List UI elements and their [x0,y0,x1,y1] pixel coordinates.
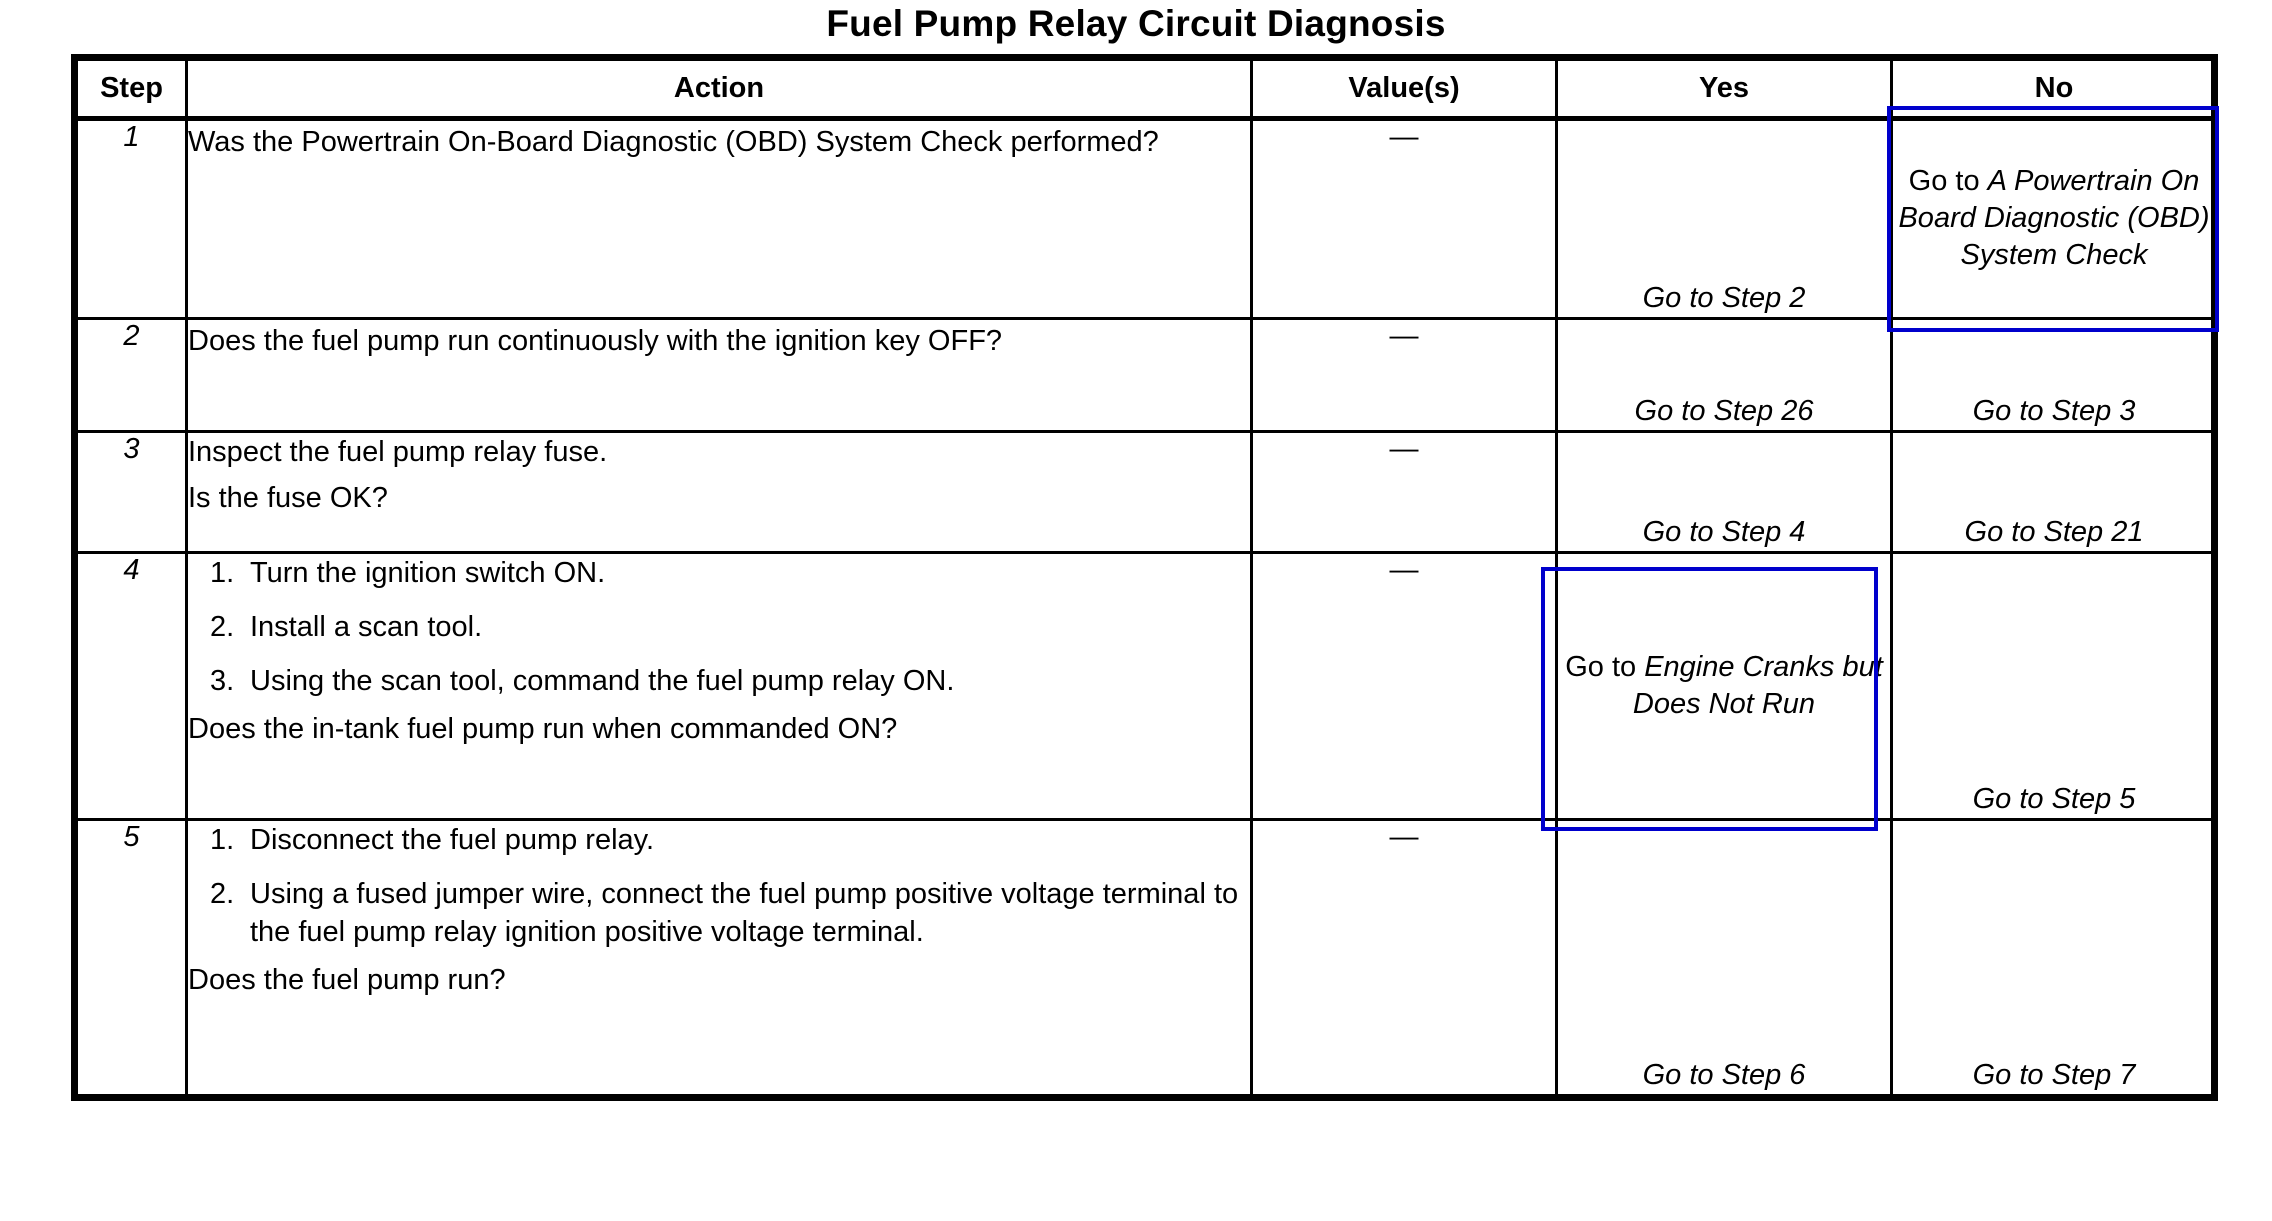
no-branch-text: Go to Step 3 [1972,395,2136,428]
yes-branch-text: Go to Step 4 [1642,516,1806,549]
yes-branch-text: Go to Step 2 [1642,281,1806,314]
no-branch-cell: Go to Step 3 [1890,316,2218,434]
table-row: 3 Inspect the fuel pump relay fuse. Is t… [75,430,2218,555]
action-question: Does the fuel pump run? [188,964,506,997]
step-number: 5 [75,818,188,1097]
list-item-text: Turn the ignition switch ON. [250,557,606,590]
list-item-number: 2. [210,878,235,911]
column-header-no: No [1890,56,2218,121]
table-row: 2 Does the fuel pump run continuously wi… [75,316,2218,434]
list-item-text: Disconnect the fuel pump relay. [250,824,655,857]
step-number: 3 [75,430,188,555]
no-branch-prefix: Go to [1908,165,1988,198]
yes-branch-text: Go to Step 6 [1642,1059,1806,1091]
value-cell: — [1250,551,1558,822]
step-number: 4 [75,551,188,822]
list-item-text: Using a fused jumper wire, connect the f… [250,878,1239,949]
table-row: 5 1. Disconnect the fuel pump relay. 2. … [75,818,2218,1097]
no-branch-text: Go to Step 7 [1972,1059,2136,1091]
table-frame-top [71,54,2218,60]
list-item-number: 3. [210,665,235,698]
action-question: Does the in-tank fuel pump run when comm… [188,713,898,746]
list-item-text: Install a scan tool. [250,611,483,644]
list-item-text: Using the scan tool, command the fuel pu… [250,665,955,698]
list-item: 3. Using the scan tool, command the fuel… [188,662,1250,700]
column-header-value: Value(s) [1250,56,1558,121]
action-question: Was the Powertrain On-Board Diagnostic (… [188,125,1159,158]
list-item: 1. Turn the ignition switch ON. [188,554,1250,592]
value-cell: — [1250,316,1558,434]
table-row: 4 1. Turn the ignition switch ON. 2. Ins… [75,551,2218,822]
yes-branch-cell: Go to Step 6 [1555,818,1893,1097]
no-branch-cell: Go to Step 5 [1890,551,2218,822]
table-header-row: Step Action Value(s) Yes No [75,56,2218,121]
list-item: 1. Disconnect the fuel pump relay. [188,821,1250,859]
diagnostic-table: Step Action Value(s) Yes No 1 Was the Po… [75,56,2218,1097]
diagnostic-table-container: Step Action Value(s) Yes No 1 Was the Po… [71,54,2219,1101]
value-cell: — [1250,818,1558,1097]
value-cell: — [1250,430,1558,555]
action-cell: 1. Disconnect the fuel pump relay. 2. Us… [185,818,1253,1097]
procedure-list: 1. Turn the ignition switch ON. 2. Insta… [188,554,1250,700]
list-item-number: 1. [210,824,235,857]
no-branch-cell: Go to Step 7 [1890,818,2218,1097]
list-item: 2. Using a fused jumper wire, connect th… [188,875,1250,951]
no-branch-cell: Go to A Powertrain On Board Diagnostic (… [1890,116,2218,320]
column-header-action: Action [185,56,1253,121]
table-row: 1 Was the Powertrain On-Board Diagnostic… [75,116,2218,320]
yes-branch-cell: Go to Step 26 [1555,316,1893,434]
no-branch-text: Go to Step 21 [1964,516,2144,549]
column-header-yes: Yes [1555,56,1893,121]
action-question: Is the fuse OK? [188,482,388,515]
yes-branch-prefix: Go to [1565,651,1645,684]
yes-branch-cell: Go to Step 4 [1555,430,1893,555]
list-item-number: 1. [210,557,235,590]
action-cell: 1. Turn the ignition switch ON. 2. Insta… [185,551,1253,822]
step-number: 1 [75,116,188,320]
no-branch-text: Go to Step 5 [1972,783,2136,816]
procedure-list: 1. Disconnect the fuel pump relay. 2. Us… [188,821,1250,951]
value-cell: — [1250,116,1558,320]
step-number: 2 [75,316,188,434]
yes-branch-text: Go to Step 26 [1634,395,1814,428]
action-cell: Was the Powertrain On-Board Diagnostic (… [185,116,1253,320]
action-line: Inspect the fuel pump relay fuse. [188,436,608,469]
column-header-step: Step [75,56,188,121]
yes-branch-cell: Go to Step 2 [1555,116,1893,320]
no-branch-text: A Powertrain On Board Diagnostic (OBD) S… [1898,165,2210,272]
action-cell: Does the fuel pump run continuously with… [185,316,1253,434]
list-item-number: 2. [210,611,235,644]
yes-branch-cell: Go to Engine Cranks but Does Not Run [1555,551,1893,822]
action-question: Does the fuel pump run continuously with… [188,324,1003,357]
table-frame-left [71,55,78,1099]
table-frame-bottom [71,1094,2218,1101]
list-item: 2. Install a scan tool. [188,608,1250,646]
yes-branch-text: Engine Cranks but Does Not Run [1632,651,1883,721]
action-cell: Inspect the fuel pump relay fuse. Is the… [185,430,1253,555]
table-frame-right [2211,55,2218,1099]
page-title: Fuel Pump Relay Circuit Diagnosis [826,3,1446,44]
no-branch-cell: Go to Step 21 [1890,430,2218,555]
